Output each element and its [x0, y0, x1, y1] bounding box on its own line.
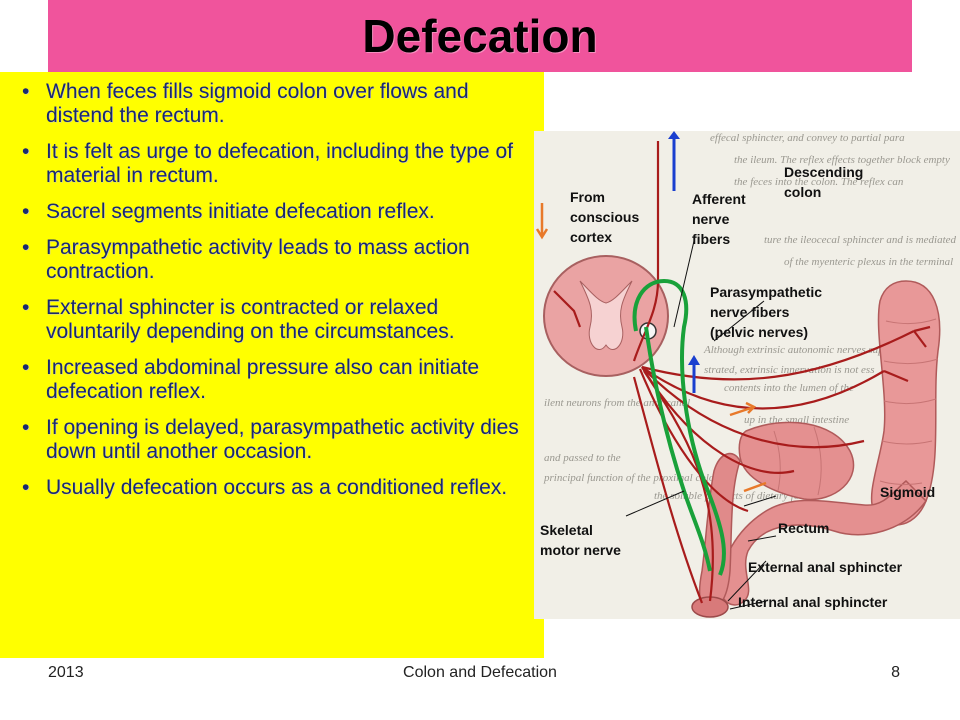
label-descending-colon: Descending colon	[784, 164, 867, 200]
background-text-line: principal function of the proximal colon	[543, 472, 720, 484]
bullet-text: External sphincter is contracted or rela…	[46, 296, 455, 343]
bullet-list: • When feces fills sigmoid colon over flo…	[0, 72, 544, 500]
label-line: motor nerve	[540, 542, 621, 558]
label-line: cortex	[570, 229, 612, 245]
label-line: (pelvic nerves)	[710, 324, 808, 340]
bullet-text: If opening is delayed, parasympathetic a…	[46, 416, 519, 463]
label-external-anal-sphincter: External anal sphincter	[748, 559, 903, 575]
background-text-line: strated, extrinsic innervation is not es…	[704, 364, 874, 376]
diagram-svg: effecal sphincter, and convey to partial…	[535, 131, 957, 618]
up-arrow-icon	[668, 131, 680, 191]
label-line: fibers	[692, 231, 730, 247]
bullet-item: • Usually defecation occurs as a conditio…	[0, 476, 544, 500]
label-line: Afferent	[692, 191, 746, 207]
bullet-item: • Sacrel segments initiate defecation ref…	[0, 200, 544, 224]
bullet-text: Usually defecation occurs as a condition…	[46, 476, 508, 499]
bullet-text: Parasympathetic activity leads to mass a…	[46, 236, 470, 283]
label-line: nerve	[692, 211, 730, 227]
bullet-item: • It is felt as urge to defecation, inclu…	[0, 140, 544, 188]
right-arrow-icon	[743, 481, 767, 493]
sigmoid-colon	[719, 479, 927, 606]
bullet-text: When feces fills sigmoid colon over flow…	[46, 80, 469, 127]
label-line: nerve fibers	[710, 304, 790, 320]
haustra-lines	[773, 318, 939, 496]
sigmoid-loop	[738, 421, 855, 501]
label-line: conscious	[570, 209, 639, 225]
defecation-reflex-diagram: effecal sphincter, and convey to partial…	[534, 131, 960, 619]
bullet-item: • If opening is delayed, parasympathetic …	[0, 416, 544, 464]
label-line: Descending	[784, 164, 863, 180]
background-text-line: Although extrinsic autonomic nerves supp…	[703, 344, 892, 356]
background-text-line: the soluble products of dietary formi	[654, 490, 815, 502]
bullet-item: • When feces fills sigmoid colon over flo…	[0, 80, 544, 128]
bullet-marker: •	[22, 356, 30, 379]
background-text: effecal sphincter, and convey to partial…	[543, 132, 957, 502]
down-arrow-icon	[535, 203, 549, 240]
bullet-item: • Parasympathetic activity leads to mass …	[0, 236, 544, 284]
right-arrow-icon	[729, 401, 757, 417]
label-parasympathetic-nerve-fibers: Parasympathetic nerve fibers (pelvic ner…	[710, 284, 826, 340]
background-text-line: the ileum. The reflex effects together b…	[734, 154, 950, 166]
label-internal-anal-sphincter: Internal anal sphincter	[738, 594, 888, 610]
bullet-text: Increased abdominal pressure also can in…	[46, 356, 480, 403]
blue-arrows	[668, 131, 700, 393]
label-line: Skeletal	[540, 522, 593, 538]
slide-title: Defecation	[362, 10, 598, 62]
bullet-marker: •	[22, 140, 30, 163]
orange-arrows	[535, 203, 767, 493]
title-bar: Defecation	[48, 0, 912, 72]
bullet-marker: •	[22, 236, 30, 259]
bullet-marker: •	[22, 80, 30, 103]
leader-lines	[625, 240, 777, 610]
diagram-labels: From conscious cortex Afferent nerve fib…	[540, 164, 935, 610]
background-text-line: of the myenteric plexus in the terminal	[784, 256, 953, 268]
label-skeletal-motor-nerve: Skeletal motor nerve	[540, 522, 621, 558]
footer-page-number: 8	[891, 664, 900, 681]
background-text-line: up in the small intestine	[744, 414, 849, 426]
label-from-conscious-cortex: From conscious cortex	[570, 189, 643, 245]
bullet-marker: •	[22, 476, 30, 499]
footer-title: Colon and Defecation	[403, 664, 557, 681]
label-line: colon	[784, 184, 821, 200]
label-sigmoid: Sigmoid	[880, 484, 935, 500]
bullet-item: • Increased abdominal pressure also can i…	[0, 356, 544, 404]
up-arrow-icon	[688, 355, 700, 393]
afferent-nerve-path	[632, 278, 727, 576]
label-afferent-nerve-fibers: Afferent nerve fibers	[692, 191, 750, 247]
background-text-line: ture the ileocecal sphincter and is medi…	[764, 234, 957, 246]
background-text-line: and passed to the	[544, 452, 621, 464]
background-text-line: effecal sphincter, and convey to partial…	[710, 132, 905, 144]
bullet-marker: •	[22, 416, 30, 439]
label-line: Parasympathetic	[710, 284, 822, 300]
footer-year: 2013	[48, 664, 84, 681]
background-text-line: the feces into the colon. The reflex can	[734, 176, 904, 188]
background-text-line: contents into the lumen of the	[724, 382, 854, 394]
bullet-item: • External sphincter is contracted or rel…	[0, 296, 544, 344]
bullet-marker: •	[22, 200, 30, 223]
bullet-text: It is felt as urge to defecation, includ…	[46, 140, 513, 187]
bullet-text: Sacrel segments initiate defecation refl…	[46, 200, 435, 223]
bullet-marker: •	[22, 296, 30, 319]
label-line: From	[570, 189, 605, 205]
bullet-panel: • When feces fills sigmoid colon over flo…	[0, 72, 544, 658]
label-rectum: Rectum	[778, 520, 829, 536]
nerve-fibers	[553, 141, 931, 604]
